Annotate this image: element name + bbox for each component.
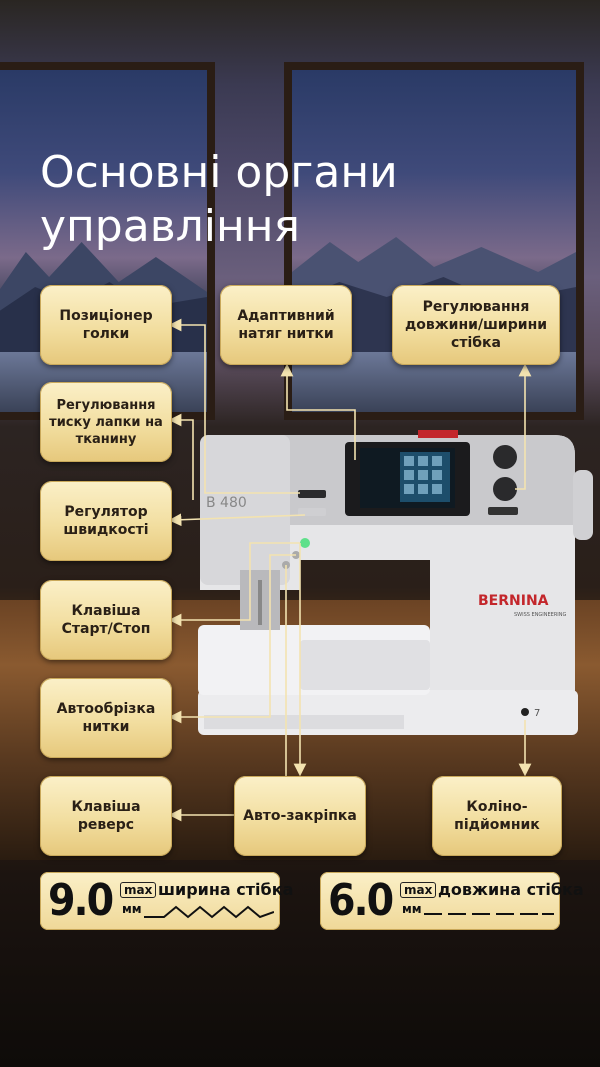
straight-stitch-icon [424,913,554,915]
width-unit: мм [122,902,142,916]
stitch-length-width-label: Регулювання довжини/ширини стібка [392,285,560,365]
zigzag-icon [144,905,274,919]
width-value: 9.0 [48,875,114,926]
needle-positioner-label: Позиціонер голки [40,285,172,365]
length-value: 6.0 [328,875,394,926]
knee-lifter-label: Коліно-підйомник [432,776,562,856]
adaptive-tension-label: Адаптивний натяг нитки [220,285,352,365]
model-label: B 480 [206,495,247,511]
reverse-label: Клавіша реверс [40,776,172,856]
speed-regulator-label: Регулятор швидкості [40,481,172,561]
length-desc: довжина стібка [438,880,584,899]
length-spec-card: 6.0 max мм довжина стібка [320,872,584,930]
width-desc: ширина стібка [158,880,294,899]
width-spec-card: 9.0 max мм ширина стібка [40,872,293,930]
start-stop-label: Клавіша Старт/Стоп [40,580,172,660]
knee-lifter-mark: 7 [534,708,540,719]
presser-pressure-label: Регулювання тиску лапки на тканину [40,382,172,462]
brand-subtitle: SWISS ENGINEERING [514,612,567,618]
auto-cut-label: Автообрізка нитки [40,678,172,758]
page-title: Основні органи управління [40,147,398,252]
length-max-badge: max [400,882,437,898]
length-unit: мм [402,902,422,916]
width-max-badge: max [120,882,157,898]
auto-tie-label: Авто-закріпка [234,776,366,856]
brand-logo: BERNINA [478,593,549,609]
